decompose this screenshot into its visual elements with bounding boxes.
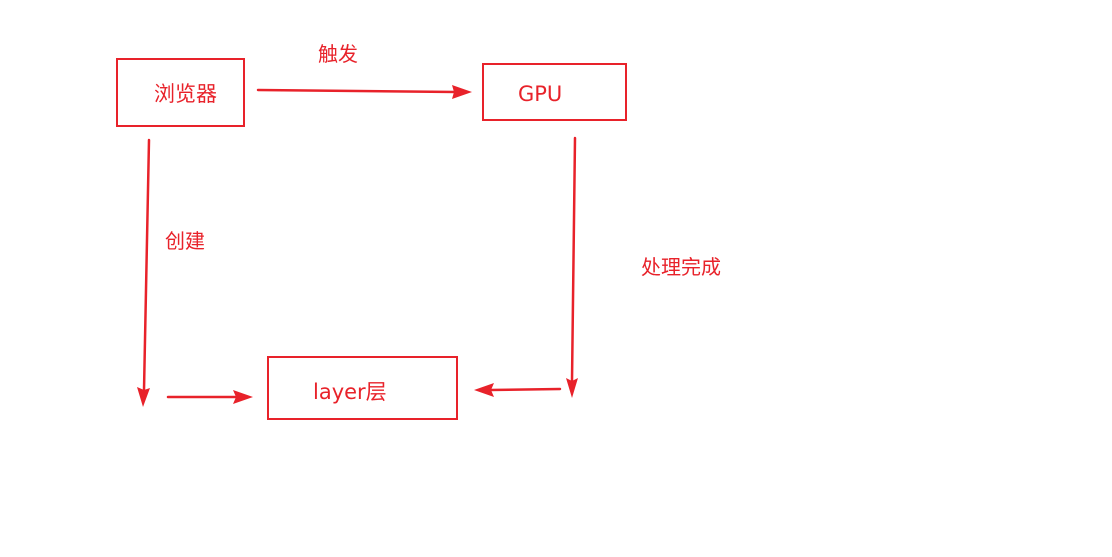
arrow-gpu-down <box>566 136 578 398</box>
arrow-browser-to-gpu <box>256 85 472 99</box>
edge-label-create: 创建 <box>165 229 205 253</box>
arrow-to-layer-left <box>166 390 253 404</box>
node-gpu <box>482 63 627 121</box>
node-layer-label: layer层 <box>313 380 387 404</box>
node-browser-label: 浏览器 <box>154 82 217 106</box>
arrow-browser-down <box>137 138 151 407</box>
node-gpu-label: GPU <box>518 82 563 106</box>
node-layer <box>267 356 458 420</box>
arrow-to-layer-right <box>474 383 562 397</box>
edge-label-process-done: 处理完成 <box>641 255 721 279</box>
edge-label-trigger: 触发 <box>318 42 358 66</box>
node-browser <box>116 58 245 127</box>
